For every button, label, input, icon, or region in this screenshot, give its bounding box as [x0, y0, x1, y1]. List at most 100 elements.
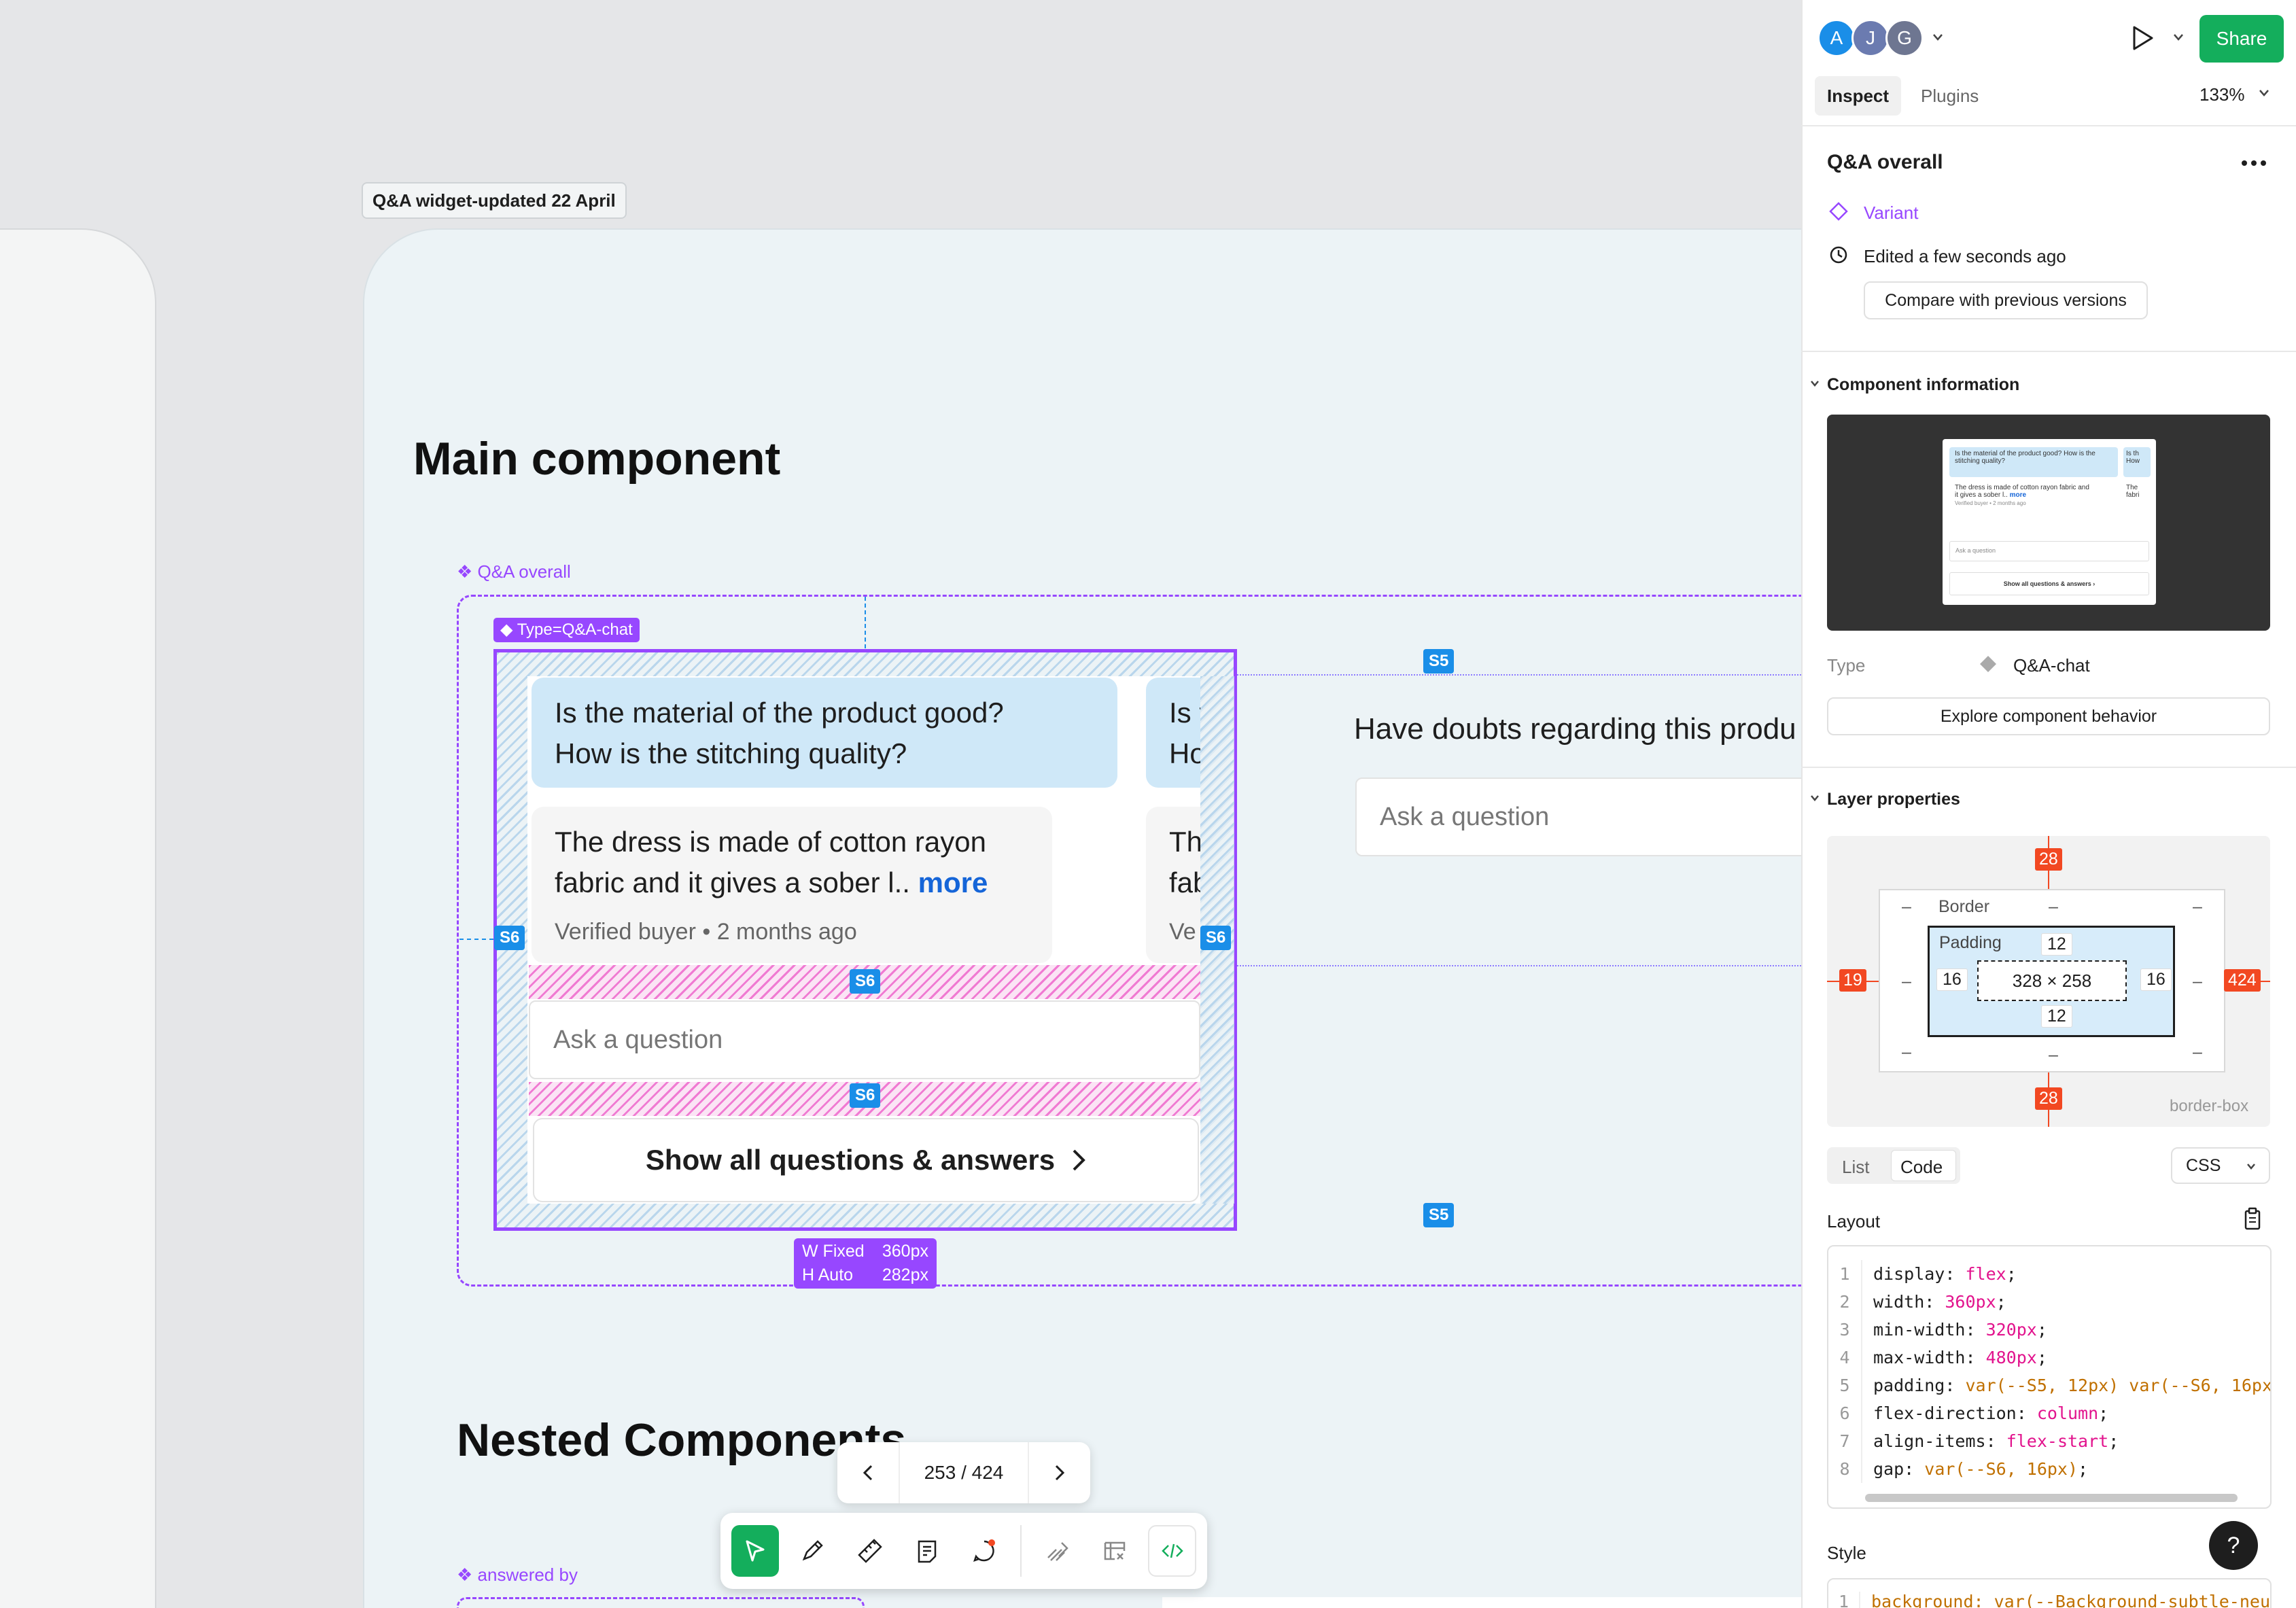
padding-label: Padding	[1939, 933, 2002, 952]
main-component-heading: Main component	[413, 433, 781, 485]
css-value: 360px	[1945, 1292, 1996, 1312]
move-tool[interactable]	[731, 1525, 780, 1577]
edited-status: Edited a few seconds ago	[1864, 246, 2066, 266]
measure-tool[interactable]	[1034, 1525, 1081, 1577]
avatar[interactable]: G	[1885, 19, 1924, 57]
dev-code-tool[interactable]	[1148, 1525, 1197, 1577]
view-list-tab[interactable]: List	[1842, 1157, 1870, 1177]
chevron-down-icon[interactable]	[2172, 33, 2185, 42]
variant-chip[interactable]: ◆ Type=Q&A-chat	[493, 618, 640, 642]
zoom-level[interactable]: 133%	[2199, 84, 2245, 105]
border-value: –	[2193, 1043, 2202, 1062]
nested-frame[interactable]	[1162, 1597, 1801, 1608]
frame-label[interactable]: Q&A widget-updated 22 April	[362, 182, 627, 219]
comment-tool[interactable]	[903, 1525, 951, 1577]
layout-heading: Layout	[1827, 1211, 1881, 1231]
toolbar-divider	[1020, 1525, 1022, 1577]
border-value: –	[1902, 897, 1911, 916]
margin-bottom[interactable]: 28	[2035, 1087, 2062, 1110]
annotation-tool[interactable]	[960, 1525, 1008, 1577]
doubts-heading: Have doubts regarding this produ	[1354, 712, 1796, 746]
chevron-down-icon[interactable]	[1809, 794, 1820, 802]
divider	[1801, 351, 2296, 352]
tab-plugins[interactable]: Plugins	[1921, 86, 1979, 106]
variant-link[interactable]: Variant	[1864, 203, 1919, 223]
padding-bottom[interactable]: 12	[2041, 1005, 2072, 1028]
share-button[interactable]: Share	[2199, 15, 2284, 63]
answer-card[interactable]: The dress is made of cotton rayon fabric…	[532, 807, 1052, 963]
explore-behavior-button[interactable]: Explore component behavior	[1827, 697, 2270, 735]
margin-top[interactable]: 28	[2035, 848, 2062, 871]
thumb-answer-2: The fabri	[2126, 484, 2140, 499]
padding-box: Padding 12 16 16 12 328 × 258	[1928, 926, 2175, 1037]
css-property: max-width	[1873, 1348, 1966, 1367]
component-label[interactable]: ❖ Q&A overall	[457, 561, 571, 582]
more-link[interactable]: more	[918, 867, 988, 898]
avatar[interactable]: A	[1817, 19, 1856, 57]
compare-versions-button[interactable]: Compare with previous versions	[1864, 281, 2148, 319]
component-set-outline[interactable]	[457, 595, 1801, 1287]
more-options-icon[interactable]	[2240, 159, 2267, 167]
answered-by-label[interactable]: ❖ answered by	[457, 1565, 578, 1585]
next-page-button[interactable]	[1028, 1442, 1090, 1503]
nested-components-heading: Nested Components	[457, 1414, 907, 1466]
component-thumbnail: Is the material of the product good? How…	[1827, 415, 2270, 631]
adjacent-frame[interactable]	[0, 228, 156, 1608]
code-icon	[1161, 1543, 1183, 1558]
line-number: 7	[1828, 1427, 1862, 1455]
divider	[1801, 125, 2296, 126]
bottom-toolbar	[720, 1513, 1207, 1589]
question-card[interactable]: Is the How	[1146, 678, 1200, 788]
help-button[interactable]: ?	[2209, 1521, 2258, 1570]
pen-icon	[803, 1540, 824, 1561]
thumb-meta: Verified buyer • 2 months ago	[1955, 500, 2026, 506]
line-number: 4	[1828, 1344, 1862, 1371]
design-canvas[interactable]: Q&A widget-updated 22 April Main compone…	[0, 0, 1801, 1608]
show-all-button[interactable]: Show all questions & answers	[533, 1118, 1199, 1202]
avatar[interactable]: J	[1851, 19, 1890, 57]
chevron-down-icon[interactable]	[2258, 88, 2270, 98]
padding-top[interactable]: 12	[2041, 933, 2072, 956]
margin-right[interactable]: 424	[2224, 969, 2261, 992]
component-info-heading[interactable]: Component information	[1827, 375, 2020, 394]
view-code-tab[interactable]: Code	[1900, 1157, 1943, 1177]
tab-inspect[interactable]: Inspect	[1815, 76, 1902, 116]
chevron-down-icon[interactable]	[1932, 33, 1944, 42]
padding-left[interactable]: 16	[1936, 968, 1968, 991]
ask-question-input[interactable]: Ask a question	[529, 1000, 1200, 1079]
style-code-block[interactable]: 1 background: var(--Background-subtle-ne…	[1827, 1578, 2272, 1608]
qa-carousel[interactable]: Is the material of the product good? How…	[527, 676, 1200, 1204]
css-property: flex-direction	[1873, 1403, 2017, 1423]
copy-icon[interactable]	[2243, 1207, 2262, 1230]
page-indicator: 253 / 424	[924, 1462, 1004, 1483]
margin-left[interactable]: 19	[1839, 969, 1866, 992]
nested-outline[interactable]	[457, 1597, 865, 1608]
line-number: 8	[1828, 1455, 1862, 1483]
code-scrollbar[interactable]	[1865, 1494, 2238, 1502]
language-select[interactable]: CSS	[2171, 1147, 2270, 1184]
divider	[1801, 767, 2296, 768]
question-line: Is the	[1169, 697, 1200, 729]
table-tool[interactable]	[1091, 1525, 1138, 1577]
question-line: Is the material of the product good?	[555, 697, 1004, 729]
play-icon[interactable]	[2130, 24, 2155, 52]
answer-card[interactable]: The fabri Ve	[1146, 807, 1200, 963]
notes-icon	[918, 1540, 937, 1563]
layer-properties-heading[interactable]: Layer properties	[1827, 790, 1960, 809]
pen-tool[interactable]	[788, 1525, 836, 1577]
panel-title: Q&A overall	[1827, 151, 1943, 173]
language-value: CSS	[2186, 1155, 2221, 1175]
ruler-tool[interactable]	[846, 1525, 893, 1577]
prev-page-button[interactable]	[837, 1442, 900, 1503]
answer-line: fabri	[1169, 867, 1200, 898]
question-card[interactable]: Is the material of the product good? How…	[532, 678, 1117, 788]
chevron-down-icon[interactable]	[1809, 379, 1820, 387]
side-ask-input[interactable]: Ask a question	[1355, 777, 1801, 856]
line-number: 1	[1828, 1592, 1860, 1608]
padding-right[interactable]: 16	[2140, 968, 2172, 991]
